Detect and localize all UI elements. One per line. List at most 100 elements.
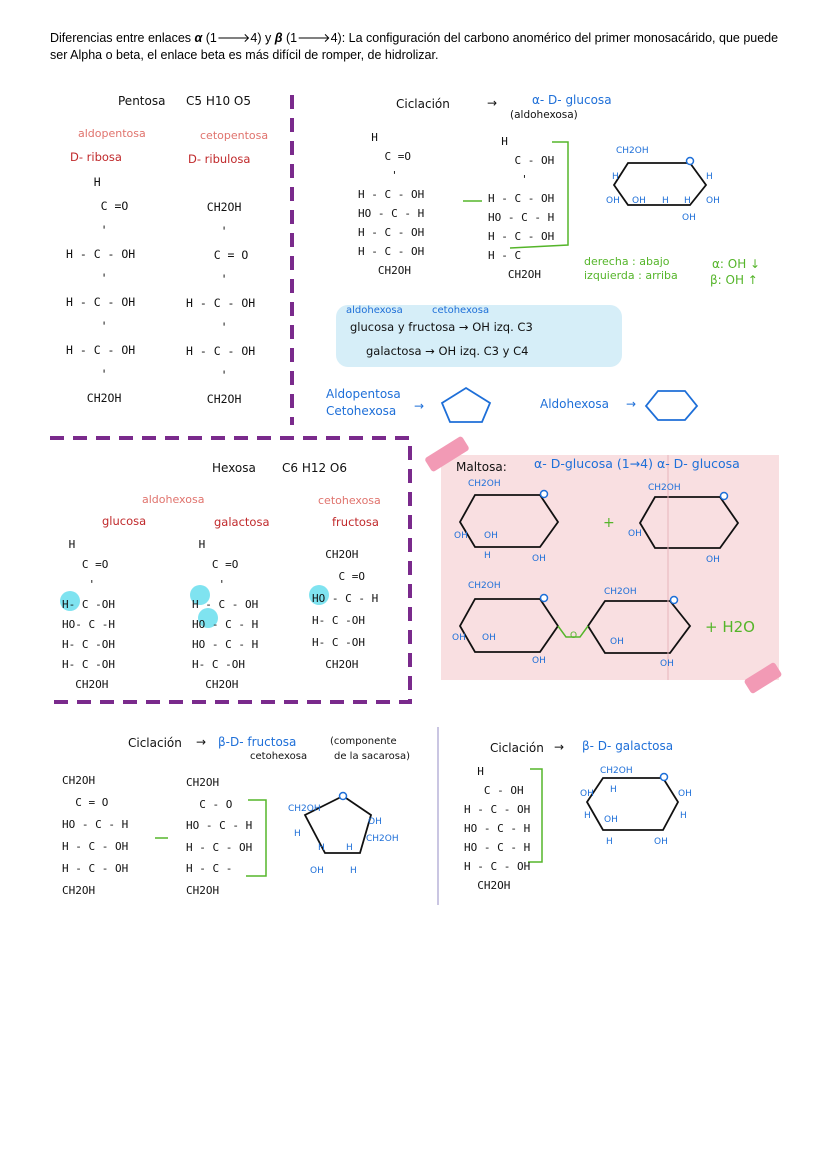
maltosa-label: OH bbox=[532, 656, 546, 666]
fructose-ring-label: OH bbox=[368, 817, 382, 827]
fructose-open-line: HO - C - H bbox=[62, 818, 129, 831]
galactosa-line: H- C -OH bbox=[192, 658, 245, 671]
fructose-ring-label: CH2OH bbox=[288, 804, 321, 814]
ribulosa-line: C = O bbox=[186, 248, 249, 262]
fructose-mid-line: CH2OH bbox=[186, 776, 220, 789]
fructose-open-line: C = O bbox=[62, 796, 109, 809]
fructosa-line: CH2OH bbox=[312, 548, 359, 561]
glucosa-line: H bbox=[62, 538, 76, 551]
cetohexosa-ring-label: Cetohexosa bbox=[326, 404, 397, 418]
ribosa-name: D- ribosa bbox=[70, 150, 122, 164]
highlight-galactosa-c4 bbox=[198, 608, 218, 628]
ciclacion1-arrow: → bbox=[487, 96, 498, 110]
fructose-ring-label: H bbox=[318, 843, 325, 853]
ciclacion3-product: β- D- galactosa bbox=[582, 739, 674, 753]
glucose-open-line: H - C - OH bbox=[358, 188, 425, 201]
maltosa-label: OH bbox=[452, 633, 466, 643]
hexagon-arrow: → bbox=[626, 397, 637, 411]
glucose-mid-line: C - OH bbox=[488, 154, 555, 167]
maltosa-label: CH2OH bbox=[468, 581, 501, 591]
glucose-open-line: HO - C - H bbox=[358, 207, 425, 220]
ciclacion3-arrow: → bbox=[554, 740, 565, 754]
maltosa-label: CH2OH bbox=[468, 479, 501, 489]
galactose-ring-label: H bbox=[610, 785, 617, 795]
fructosa-line: C =O bbox=[312, 570, 365, 583]
fructose-mid-line: H - C - bbox=[186, 862, 233, 875]
ring-label: OH bbox=[706, 196, 720, 206]
ciclacion1-sub: (aldohexosa) bbox=[510, 109, 578, 121]
glucose-open-line: H bbox=[358, 131, 378, 144]
galactose-open-line: CH2OH bbox=[464, 879, 511, 892]
fructosa-line: H- C -OH bbox=[312, 636, 365, 649]
tape-top bbox=[425, 436, 469, 472]
galactosa-line: ' bbox=[192, 578, 226, 591]
glycosidic-bond bbox=[557, 625, 589, 638]
ring-oxygen bbox=[685, 156, 695, 166]
galactose-open-line: H - C - OH bbox=[464, 803, 531, 816]
galactosa-line: HO - C - H bbox=[192, 618, 259, 631]
maltosa-label: OH bbox=[628, 529, 642, 539]
intro-link-1: (1🡒4) y bbox=[202, 31, 275, 45]
ring-label: OH bbox=[606, 196, 620, 206]
galactose-ring bbox=[585, 777, 680, 831]
glucose-mid-line: H - C - OH bbox=[488, 192, 555, 205]
glucosa-line: H- C -OH bbox=[62, 598, 115, 611]
ciclacion1-product: α- D- glucosa bbox=[532, 93, 612, 107]
aldohexosa-label: aldohexosa bbox=[142, 493, 205, 506]
ring-label: H bbox=[706, 172, 713, 182]
ciclacion2-note1: (componente bbox=[330, 736, 397, 747]
fructose-mid-line: CH2OH bbox=[186, 883, 220, 897]
glucosa-line: HO- C -H bbox=[62, 618, 115, 631]
pentagon-arrow: → bbox=[414, 399, 425, 413]
ribosa-line: H - C - OH bbox=[66, 295, 136, 309]
galactosa-line: CH2OH bbox=[192, 678, 239, 691]
pentosa-title: Pentosa bbox=[118, 94, 166, 108]
maltosa-label: OH bbox=[706, 555, 720, 565]
bluebox-line-1: glucosa y fructosa → OH izq. C3 bbox=[350, 320, 533, 334]
glucosa-line: C =O bbox=[62, 558, 109, 571]
ring-label: CH2OH bbox=[616, 146, 649, 156]
glucosa-name: glucosa bbox=[102, 514, 147, 528]
intro-link-2: (1🡒4): La configuración del carbono anom… bbox=[50, 31, 779, 62]
galactosa-line: H bbox=[192, 538, 206, 551]
ring-label: OH bbox=[682, 213, 696, 223]
galactose-open-line: H bbox=[464, 765, 484, 778]
highlight-galactosa-c3 bbox=[190, 585, 210, 605]
glucosa-line: ' bbox=[62, 578, 96, 591]
maltosa-label: H bbox=[484, 551, 491, 561]
cetohexosa-label: cetohexosa bbox=[318, 494, 381, 507]
ribosa-line: H - C - OH bbox=[66, 247, 136, 261]
aldopentosa-label: aldopentosa bbox=[78, 127, 146, 140]
tape-bottom bbox=[744, 662, 782, 694]
glucose-mid-line: H - C bbox=[488, 249, 522, 262]
fructose-ring bbox=[303, 794, 373, 854]
galactose-open-line: C - OH bbox=[464, 784, 524, 797]
glucose-ring bbox=[612, 162, 708, 206]
aldohexosa-ring-label: Aldohexosa bbox=[540, 397, 609, 411]
maltosa-label: OH bbox=[660, 659, 674, 669]
maltosa-label: CH2OH bbox=[648, 483, 681, 493]
cycl-bracket-2 bbox=[246, 799, 267, 877]
galactose-ring-label: CH2OH bbox=[600, 766, 633, 776]
ribosa-line: C =O bbox=[66, 199, 129, 213]
glucose-mid-line: H bbox=[488, 135, 508, 148]
fructose-open-line: H - C - OH bbox=[62, 840, 129, 853]
ring-label: H bbox=[684, 196, 691, 206]
ring-label: H bbox=[612, 172, 619, 182]
ring-label: OH bbox=[632, 196, 646, 206]
fructose-mid-line: H - C - OH bbox=[186, 840, 253, 854]
bluebox-aldohexosa: aldohexosa bbox=[346, 305, 403, 316]
galactosa-line: HO - C - H bbox=[192, 638, 259, 651]
glucose-open-line: H - C - OH bbox=[358, 245, 425, 258]
cycl-bracket-3 bbox=[528, 768, 543, 863]
glucosa-line: H- C -OH bbox=[62, 638, 115, 651]
galactosa-line: H - C - OH bbox=[192, 598, 259, 611]
bluebox-line-2: galactosa → OH izq. C3 y C4 bbox=[366, 344, 529, 358]
pentosa-formula: C5 H10 O5 bbox=[186, 94, 252, 108]
